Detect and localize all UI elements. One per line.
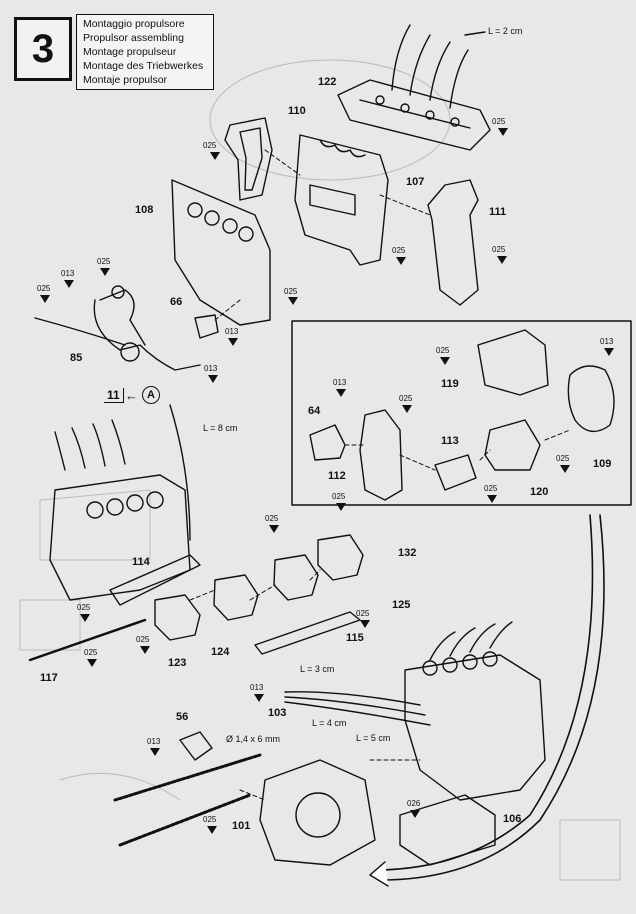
code-label: 025 (556, 454, 570, 463)
chain-lower (118, 793, 252, 847)
part-label-115: 115 (346, 632, 364, 644)
part-label-103: 103 (268, 707, 287, 719)
part-label-113: 113 (441, 435, 459, 447)
code-label: 013 (600, 337, 614, 346)
part-label-120: 120 (530, 486, 549, 498)
chain-upper (113, 753, 262, 802)
part-label-123: 123 (168, 657, 187, 669)
code-label: 013 (333, 378, 347, 387)
inset-subassembly-box (291, 320, 632, 506)
cross-ref-arrow: ← (125, 388, 138, 403)
part-119 (477, 329, 549, 396)
part-117-rod (28, 618, 147, 662)
code-label: 025 (97, 257, 111, 266)
engine-assembled (404, 654, 546, 801)
part-label-108: 108 (135, 204, 154, 216)
step-number: 3 (14, 17, 72, 81)
part-label-117: 117 (40, 672, 58, 684)
code-label: 025 (399, 394, 413, 403)
part-107-housing (294, 134, 389, 266)
code-label: 025 (265, 514, 279, 523)
part-label-56: 56 (176, 711, 189, 723)
step-title-box: Montaggio propulsore Propulsor assemblin… (76, 14, 214, 90)
code-label: 013 (225, 327, 239, 336)
title-french: Montage propulseur (83, 46, 177, 58)
code-label: 025 (492, 245, 506, 254)
length-2cm: L = 2 cm (488, 26, 523, 36)
part-label-132: 132 (398, 547, 417, 559)
part-64 (309, 424, 346, 461)
code-label: 025 (136, 635, 150, 644)
part-label-124: 124 (211, 646, 230, 658)
chain-size: Ø 1,4 x 6 mm (226, 734, 281, 744)
part-label-85: 85 (70, 352, 83, 364)
cross-ref-step: 11 (104, 388, 124, 403)
code-label: 013 (204, 364, 218, 373)
title-german: Montage des Triebwerkes (83, 60, 204, 72)
code-label: 025 (356, 609, 370, 618)
part-101-gearbox (259, 759, 376, 866)
code-label: 025 (332, 492, 346, 501)
part-label-111: 111 (489, 206, 507, 218)
code-label: 025 (492, 117, 506, 126)
leader-lines (189, 149, 571, 801)
code-label: 013 (147, 737, 161, 746)
part-111-intake (427, 179, 479, 306)
part-label-114: 114 (132, 556, 150, 568)
tube-2cm (391, 24, 411, 91)
part-label-122: 122 (318, 76, 337, 88)
part-110-gasket (224, 117, 273, 201)
part-label-66: 66 (170, 296, 183, 308)
code-markers (40, 128, 614, 834)
part-label-110: 110 (288, 105, 306, 117)
part-56 (179, 731, 213, 761)
part-108-side-plate (171, 179, 271, 326)
code-label: 025 (484, 484, 498, 493)
carburetor-set (154, 534, 364, 641)
ghost-background-art (19, 59, 621, 881)
code-label: 025 (284, 287, 298, 296)
assembly-arrow (379, 514, 605, 881)
title-spanish: Montaje propulsor (83, 74, 168, 86)
part-85-hose (93, 299, 201, 371)
part-113 (434, 454, 477, 491)
part-66-cup (194, 314, 219, 339)
part-label-119: 119 (441, 378, 459, 390)
part-120 (484, 419, 541, 471)
part-103-tubes (284, 691, 421, 706)
code-label: 025 (84, 648, 98, 657)
part-106-oil-pan (399, 794, 496, 866)
part-label-107: 107 (406, 176, 425, 188)
code-label: 025 (37, 284, 51, 293)
length-5cm: L = 5 cm (356, 733, 391, 743)
code-label: 025 (203, 141, 217, 150)
part-label-101: 101 (232, 820, 251, 832)
part-label-106: 106 (503, 813, 522, 825)
length-3cm: L = 3 cm (300, 664, 335, 674)
title-italian: Montaggio propulsore (83, 18, 185, 30)
code-label: 025 (436, 346, 450, 355)
cross-ref-circle: A (142, 386, 160, 404)
engine-block (49, 474, 191, 601)
part-109-gasket (567, 365, 615, 433)
length-4cm: L = 4 cm (312, 718, 347, 728)
title-english: Propulsor assembling (83, 32, 184, 44)
part-115-rail (254, 611, 361, 655)
part-122-valve-cover (337, 79, 491, 151)
part-label-109: 109 (593, 458, 612, 470)
part-112 (359, 409, 403, 501)
part-114-manifold (109, 554, 201, 606)
part-label-125: 125 (392, 599, 411, 611)
code-label: 025 (77, 603, 91, 612)
length-8cm: L = 8 cm (203, 423, 238, 433)
part-label-64: 64 (308, 405, 321, 417)
code-label: 013 (61, 269, 75, 278)
code-label: 026 (407, 799, 421, 808)
part-label-112: 112 (328, 470, 346, 482)
code-label: 025 (392, 246, 406, 255)
code-label: 025 (203, 815, 217, 824)
code-label: 013 (250, 683, 264, 692)
